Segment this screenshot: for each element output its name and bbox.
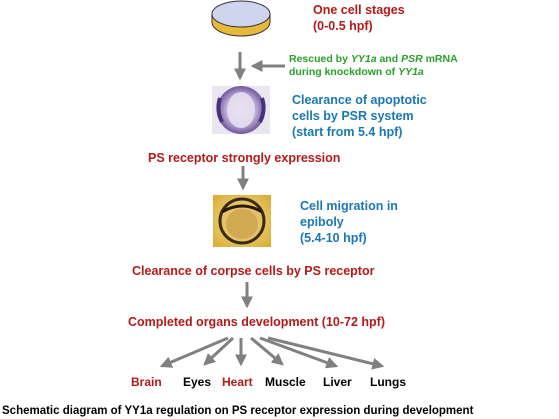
organ-muscle: Muscle <box>265 375 306 389</box>
organ-liver: Liver <box>323 375 352 389</box>
organ-brain: Brain <box>131 375 162 389</box>
ps-receptor-expression: PS receptor strongly expression <box>148 151 341 165</box>
apoptotic-line1: Clearance of apoptotic <box>292 93 427 107</box>
organ-arrows <box>159 336 385 370</box>
figure-caption: Schematic diagram of YY1a regulation on … <box>2 405 474 417</box>
migration-line1: Cell migration in <box>300 199 398 213</box>
organ-eyes: Eyes <box>183 375 212 389</box>
apoptotic-line2: cells by PSR system <box>292 109 414 123</box>
organs-development: Completed organs development (10-72 hpf) <box>128 315 385 329</box>
apoptotic-line3: (start from 5.4 hpf) <box>292 125 403 139</box>
migration-line3: (5.4-10 hpf) <box>300 231 367 245</box>
stage-one-time: (0-0.5 hpf) <box>313 19 373 33</box>
rescue-note-line1: Rescued by YY1a and PSR mRNA <box>289 53 458 65</box>
apoptotic-embryo-image <box>212 86 270 134</box>
organ-lungs: Lungs <box>370 375 406 389</box>
one-cell-disc-icon <box>211 0 271 37</box>
epiboly-embryo-image <box>213 195 271 247</box>
rescue-note-line2: during knockdown of YY1a <box>289 66 424 78</box>
migration-line2: epiboly <box>300 215 344 229</box>
corpse-clearance: Clearance of corpse cells by PS receptor <box>132 264 375 278</box>
stage-one-title: One cell stages <box>313 3 405 17</box>
organ-heart: Heart <box>222 375 253 389</box>
